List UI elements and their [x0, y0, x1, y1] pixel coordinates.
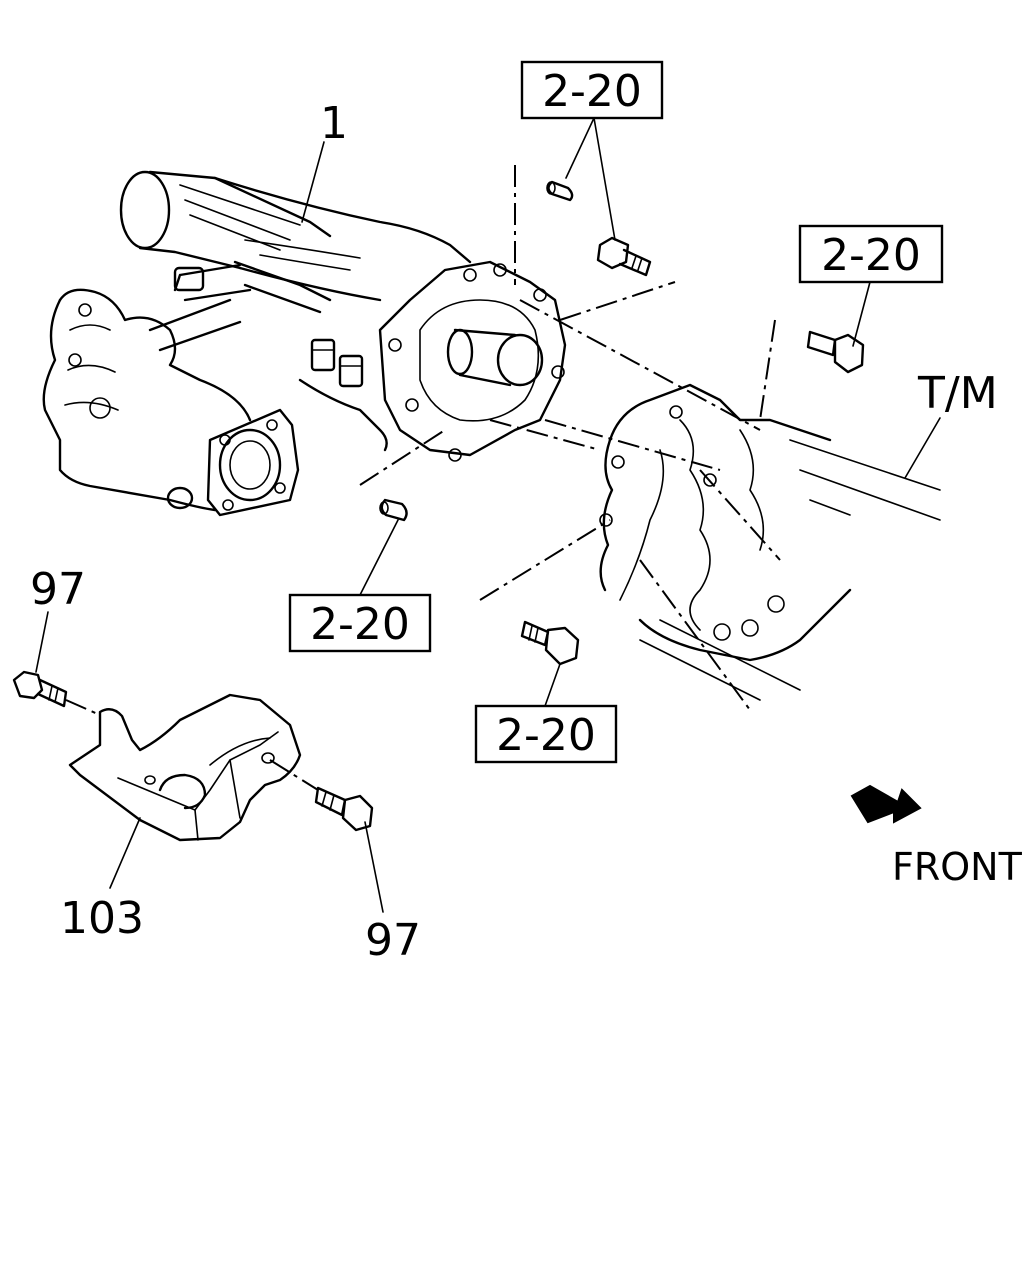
- dowel-pin-top: [546, 180, 574, 202]
- bolt-right: [806, 330, 865, 374]
- label-97-bottom: 97: [365, 915, 421, 966]
- transmission-housing: [599, 383, 941, 701]
- transfer-case-assembly: [42, 170, 567, 517]
- bolt-top: [596, 236, 652, 277]
- ref-left-text: 2-20: [310, 599, 410, 650]
- ref-right-text: 2-20: [821, 230, 921, 281]
- ref-box-bottom: 2-20: [474, 704, 618, 764]
- label-tm: T/M: [917, 368, 998, 419]
- bolt-97-top-axis: [65, 699, 101, 716]
- ref-box-top: 2-20: [520, 60, 664, 120]
- bolt-bottom: [520, 620, 580, 666]
- bracket-part-103: [68, 693, 302, 842]
- ref-bottom-text: 2-20: [496, 710, 596, 761]
- bolt-97-top: [12, 670, 68, 708]
- ref-box-right: 2-20: [798, 224, 944, 284]
- assembly-center-lines: [359, 165, 781, 711]
- label-97-top: 97: [30, 564, 86, 615]
- dowel-pin-left: [379, 498, 408, 522]
- leader-lines: [35, 117, 941, 913]
- front-arrow-icon: [850, 784, 922, 824]
- bolt-97-bottom: [314, 786, 374, 832]
- label-1-text: 1: [320, 98, 348, 149]
- ref-box-left: 2-20: [288, 593, 432, 653]
- ref-top-text: 2-20: [542, 66, 642, 117]
- label-front: FRONT: [892, 845, 1023, 889]
- label-part-1: 1: [320, 98, 348, 149]
- label-103: 103: [60, 893, 144, 944]
- bolt-97-bottom-axis: [269, 759, 319, 791]
